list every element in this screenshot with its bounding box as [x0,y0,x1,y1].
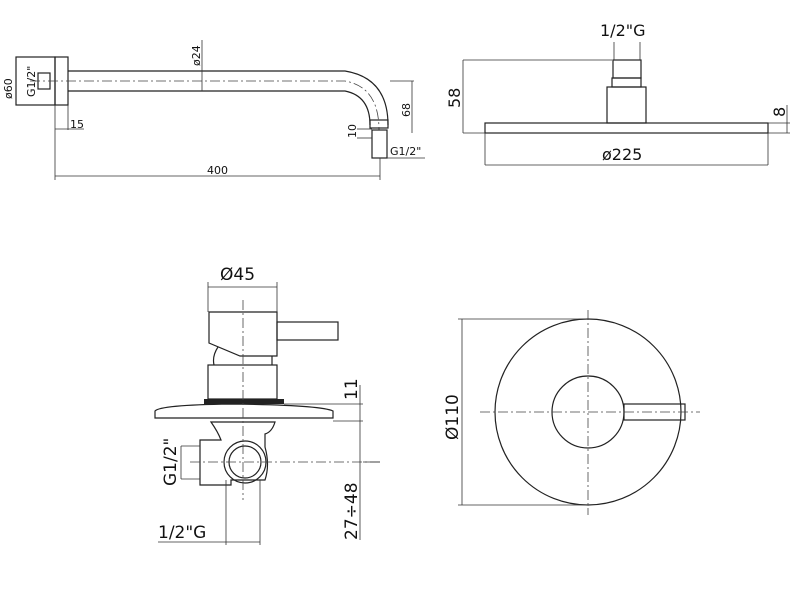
pipe-diameter-label: ø24 [190,45,203,66]
outlet-nipple [371,129,388,159]
shower-head-view: 1/2"G 58 8 ø225 [445,21,790,166]
head-neck [611,77,642,88]
mixer-gasket [204,399,284,404]
shower-arm-view: ø60 G1/2" ø24 15 68 10 G1/2" 400 [2,40,425,180]
bottom-thread-label: 1/2"G [158,523,206,543]
flange-depth-label: 15 [70,118,84,131]
head-thread-label: 1/2"G [600,21,646,40]
arm-pipe-outer [68,70,389,126]
head-height-label: 58 [445,88,464,108]
arm-pipe-inner [68,90,371,126]
mixer-valve-housing [199,421,276,486]
mixer-front-view: Ø110 [443,310,700,515]
front-plate-diameter-label: Ø110 [443,394,463,440]
head-diameter-label: ø225 [602,145,642,164]
head-nut [612,59,642,79]
nipple-offset-label: 10 [346,124,359,138]
wall-thread-label: G1/2" [25,66,38,97]
mixer-lever [276,321,339,341]
head-thickness-label: 8 [770,107,789,117]
drop-height-label: 68 [400,103,413,117]
mixer-body [207,364,278,400]
arm-centerline [30,80,380,131]
mixer-knob [208,311,278,357]
arm-end-nut [369,119,389,129]
plate-offset-label: 11 [342,378,362,400]
head-plate [484,122,769,134]
length-label: 400 [207,164,228,177]
mixer-side-view: Ø45 11 G1/2" 27÷48 1/2"G [154,265,380,545]
depth-range-label: 27÷48 [342,482,362,540]
head-swivel [606,86,647,124]
flange-diameter-label: ø60 [2,78,15,99]
mixer-wall-plate [154,403,334,419]
outlet-thread-label: G1/2" [390,145,421,158]
knob-diameter-label: Ø45 [220,265,255,285]
side-thread-label: G1/2" [161,438,181,486]
